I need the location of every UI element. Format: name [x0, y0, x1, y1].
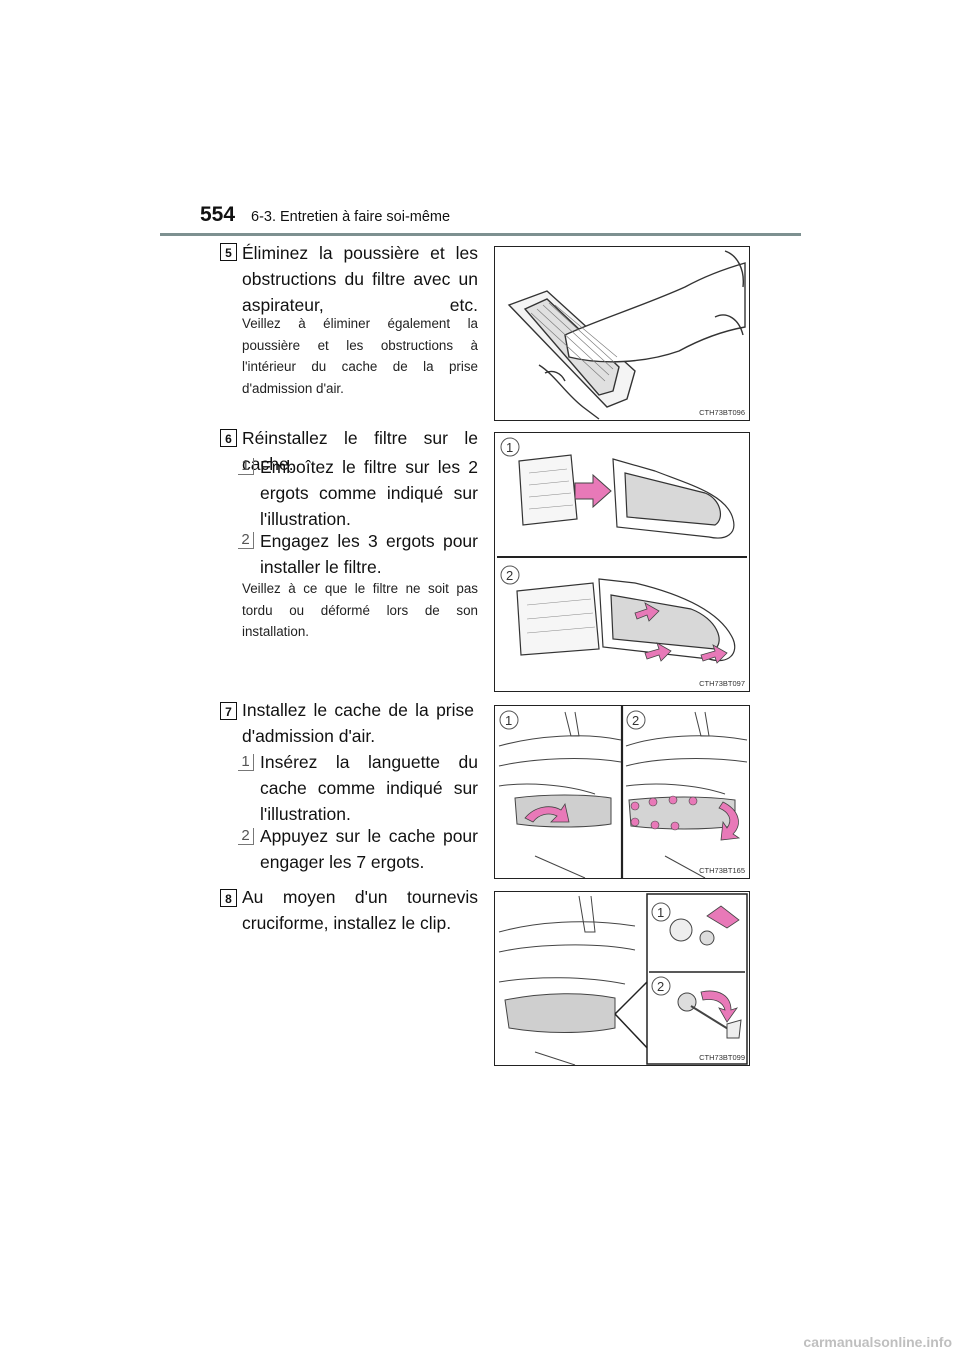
svg-text:1: 1: [505, 713, 512, 728]
figure-cover-install: 1 2 CTH73BT165: [494, 705, 750, 879]
step-7-sub-2: Appuyez sur le cache pour engager les 7 …: [260, 826, 478, 872]
figure-code: CTH73BT096: [699, 408, 745, 417]
watermark: carmanualsonline.info: [803, 1334, 952, 1350]
sub-number-2: 2: [238, 828, 254, 845]
step-5-instruction: Éliminez la poussière et les obstruction…: [242, 243, 478, 315]
step-6-instruction: Réinstallez le filtre sur le cache.: [242, 428, 478, 474]
step-6-note: Veillez à ce que le filtre ne soit pas t…: [242, 581, 478, 639]
section-title: 6-3. Entretien à faire soi-même: [251, 209, 451, 225]
step-5-note: Veillez à éliminer également la poussièr…: [242, 316, 478, 396]
figure-filter-install: 1 2 CTH73BT097: [494, 432, 750, 692]
svg-text:2: 2: [657, 979, 664, 994]
step-6-sub-1: Emboîtez le filtre sur les 2 ergots comm…: [260, 457, 478, 529]
step-7-instruction: Installez le cache de la prise d'admissi…: [242, 700, 474, 746]
step-6-sub-2: Engagez les 3 ergots pour installer le f…: [260, 531, 478, 577]
step-badge-8: 8: [220, 889, 237, 907]
svg-text:1: 1: [657, 905, 664, 920]
header-rule: [160, 233, 801, 236]
sub-number-1: 1: [238, 458, 254, 475]
svg-text:2: 2: [632, 713, 639, 728]
step-badge-5: 5: [220, 243, 237, 261]
figure-clip-install: 1 2 CTH73BT099: [494, 891, 750, 1066]
step-7-sub-1: Insérez la languette du cache comme indi…: [260, 752, 478, 824]
sub-number-1: 1: [238, 754, 254, 771]
step-badge-6: 6: [220, 429, 237, 447]
figure-code: CTH73BT099: [699, 1053, 745, 1062]
step-8-instruction: Au moyen d'un tournevis cruciforme, inst…: [242, 887, 478, 933]
fig-label-two: 2: [506, 568, 513, 583]
sub-number-2: 2: [238, 532, 254, 549]
page-number: 554: [200, 203, 236, 226]
step-badge-7: 7: [220, 702, 237, 720]
figure-code: CTH73BT097: [699, 679, 745, 688]
figure-vacuum: CTH73BT096: [494, 246, 750, 421]
figure-code: CTH73BT165: [699, 866, 745, 875]
fig-label-one: 1: [506, 440, 513, 455]
